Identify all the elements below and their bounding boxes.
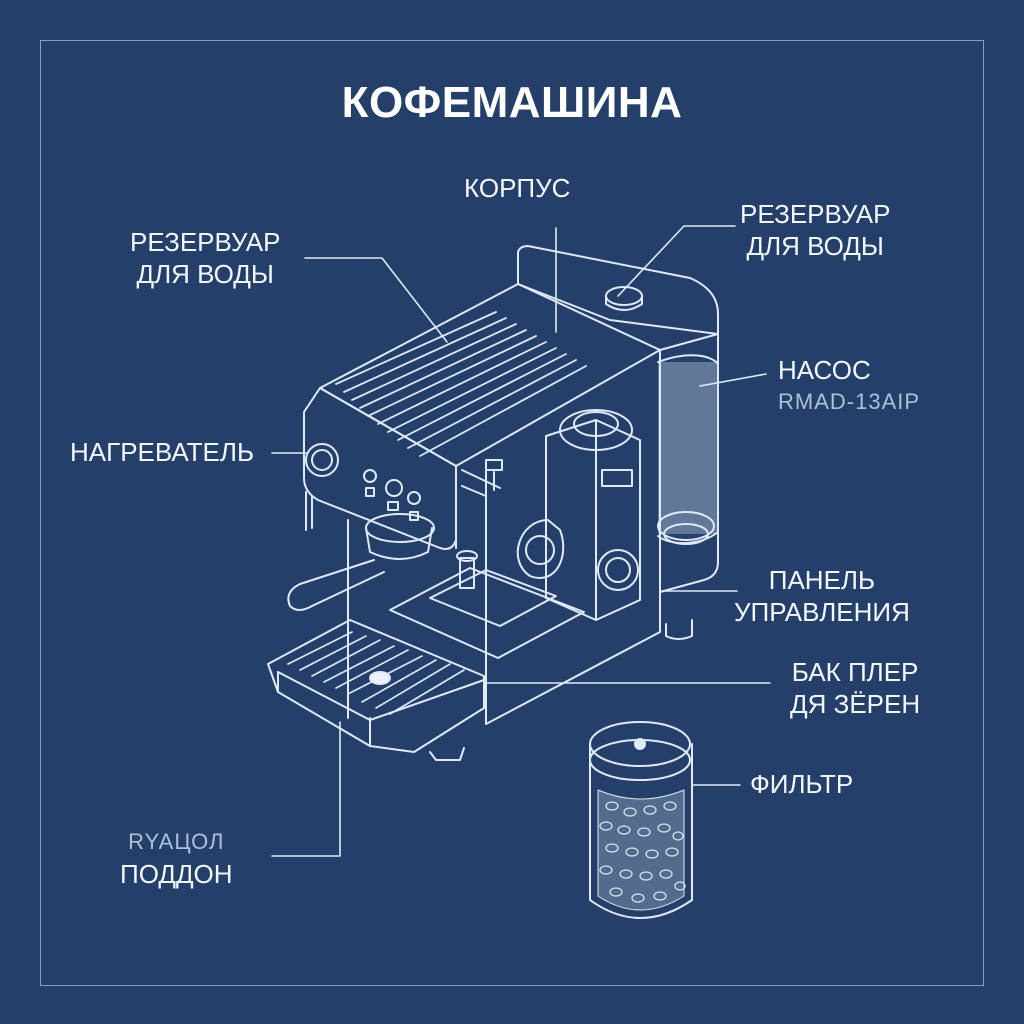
leader-pump bbox=[699, 373, 767, 387]
label-pump-text: НАСОС bbox=[778, 355, 871, 385]
machine-feet bbox=[665, 619, 693, 640]
diagram-title: КОФЕМАШИНА bbox=[341, 78, 683, 127]
label-drip-tray-line1: RYAЦОЛ bbox=[128, 829, 225, 854]
leader-tank-left bbox=[304, 257, 448, 343]
leader-tank-right bbox=[617, 225, 736, 297]
blueprint-frame bbox=[40, 40, 984, 986]
tank-cap bbox=[605, 286, 643, 311]
leader-lines bbox=[271, 225, 771, 857]
label-pump-subtext: RMAD-13AIP bbox=[778, 389, 921, 414]
label-body: КОРПУС bbox=[464, 173, 571, 203]
label-water-tank-left: РЕЗЕРВУАР ДЛЯ ВОДЫ bbox=[130, 226, 280, 290]
label-drip-tray: RYAЦОЛ ПОДДОН bbox=[120, 826, 233, 890]
label-drip-tray-line2: ПОДДОН bbox=[120, 859, 233, 889]
brew-platform bbox=[389, 550, 585, 659]
label-filter: ФИЛЬТР bbox=[750, 769, 854, 799]
label-control-panel: ПАНЕЛЬ УПРАВЛЕНИЯ bbox=[734, 564, 910, 628]
cup-warmer-grille bbox=[335, 311, 587, 457]
label-pump: НАСОС RMAD-13AIP bbox=[778, 354, 920, 418]
label-water-tank-left-line1: РЕЗЕРВУАР bbox=[130, 227, 281, 257]
portafilter bbox=[287, 513, 435, 611]
label-bean-hopper-line2: ДЯ ЗЁРЕН bbox=[790, 689, 921, 719]
label-water-tank-right-line2: ДЛЯ ВОДЫ bbox=[746, 231, 884, 261]
label-control-panel-line2: УПРАВЛЕНИЯ bbox=[734, 597, 910, 627]
label-control-panel-line1: ПАНЕЛЬ bbox=[768, 565, 876, 595]
bean-jar bbox=[589, 721, 693, 919]
label-heater: НАГРЕВАТЕЛЬ bbox=[70, 437, 255, 467]
drip-tray bbox=[267, 619, 485, 761]
leader-tray bbox=[271, 721, 341, 857]
label-bean-hopper: БАК ПЛЕР ДЯ ЗЁРЕН bbox=[790, 656, 920, 720]
label-water-tank-right-line1: РЕЗЕРВУАР bbox=[740, 199, 891, 229]
front-panel bbox=[303, 387, 457, 550]
grinder-unit bbox=[461, 409, 641, 621]
label-water-tank-right: РЕЗЕРВУАР ДЛЯ ВОДЫ bbox=[740, 198, 890, 262]
label-water-tank-left-line2: ДЛЯ ВОДЫ bbox=[136, 259, 274, 289]
water-tank-right bbox=[657, 354, 719, 545]
label-bean-hopper-line1: БАК ПЛЕР bbox=[791, 657, 919, 687]
